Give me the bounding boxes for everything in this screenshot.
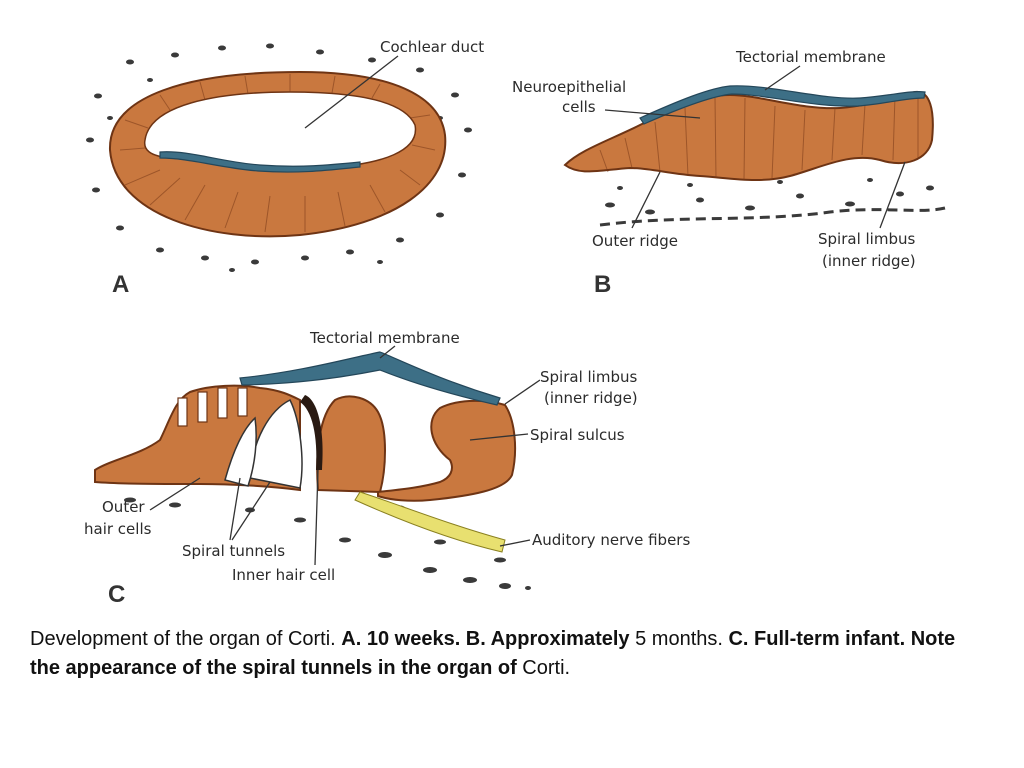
caption-part-2: A. 10 weeks. B. Approximately xyxy=(341,628,630,650)
label-c-auditory-nerve: Auditory nerve fibers xyxy=(532,531,690,549)
leader-c-spiral-tunnels-2 xyxy=(231,481,271,541)
label-b-spiral-limbus-2: (inner ridge) xyxy=(822,252,916,270)
label-c-tectorial-membrane: Tectorial membrane xyxy=(309,329,460,347)
leader-c-spiral-sulcus xyxy=(469,433,529,441)
panel-letter-b: B xyxy=(594,271,611,298)
label-b-tectorial-membrane: Tectorial membrane xyxy=(735,48,886,66)
panel-c: Tectorial membrane Spiral limbus (inner … xyxy=(84,329,690,608)
label-b-spiral-limbus-1: Spiral limbus xyxy=(818,230,915,248)
caption-part-5: Corti. xyxy=(516,657,571,679)
label-b-neuroepithelial-2: cells xyxy=(562,98,596,116)
outer-hair-cell-columns xyxy=(177,387,248,427)
panel-letter-c: C xyxy=(108,581,125,608)
leader-c-outer-hair-cells xyxy=(149,477,201,511)
inner-hair-cell-c xyxy=(300,395,323,470)
spiral-limbus-c xyxy=(377,399,517,502)
label-c-spiral-sulcus: Spiral sulcus xyxy=(530,426,625,444)
leader-c-tectorial xyxy=(379,345,396,359)
label-c-spiral-limbus-2: (inner ridge) xyxy=(544,389,638,407)
label-cochlear-duct: Cochlear duct xyxy=(380,38,484,56)
cochlear-duct-membrane xyxy=(159,151,361,173)
leader-c-spiral-limbus xyxy=(504,379,541,405)
caption-part-3: 5 months. xyxy=(629,628,729,650)
leader-c-nerve xyxy=(499,539,531,547)
leader-b-tectorial xyxy=(764,65,801,91)
tectorial-membrane-b xyxy=(639,85,926,125)
panel-letter-a: A xyxy=(112,271,129,298)
figure-caption: Development of the organ of Corti. A. 10… xyxy=(30,625,990,683)
label-c-outer-1: Outer xyxy=(102,498,145,516)
leader-b-neuroepithelial xyxy=(604,109,701,119)
leader-c-spiral-tunnels-1 xyxy=(229,477,241,541)
leader-b-spiral-limbus xyxy=(879,161,906,229)
neuroepithelium-b xyxy=(563,90,934,182)
tectorial-membrane-c xyxy=(239,351,501,406)
panel-a-cell-striations xyxy=(119,74,436,233)
nerve-fibers xyxy=(354,491,506,553)
spiral-tunnel-2 xyxy=(224,416,257,487)
label-c-spiral-limbus-1: Spiral limbus xyxy=(540,368,637,386)
panel-b-mesenchyme xyxy=(599,178,946,227)
caption-part-4: C. Full-term infant. Note the appearance… xyxy=(30,628,956,679)
panel-b: Tectorial membrane Neuroepithelial cells… xyxy=(512,48,946,298)
label-c-spiral-tunnels: Spiral tunnels xyxy=(182,542,285,560)
label-c-inner-hair-cell: Inner hair cell xyxy=(232,566,335,584)
label-b-outer-ridge: Outer ridge xyxy=(592,232,678,250)
panel-a: Cochlear duct A xyxy=(86,38,484,298)
leader-b-outer-ridge xyxy=(631,171,661,229)
organ-of-corti-figure: Cochlear duct A Tectorial membrane Ne xyxy=(84,38,946,608)
label-b-neuroepithelial-1: Neuroepithelial xyxy=(512,78,626,96)
panel-b-cell-striations xyxy=(599,95,919,181)
leader-a-cochlear-duct xyxy=(304,55,399,129)
leader-c-inner-hair-cell xyxy=(314,469,319,566)
inner-pillar-region xyxy=(316,395,386,494)
label-c-outer-2: hair cells xyxy=(84,520,152,538)
caption-part-1: Development of the organ of Corti. xyxy=(30,628,342,650)
